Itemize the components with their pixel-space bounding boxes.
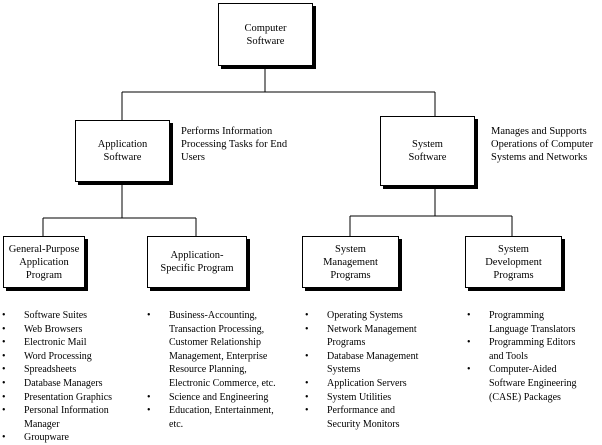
application-software-node: Application Software [75, 120, 170, 182]
list-item: System Utilities [303, 391, 453, 405]
list-item: Application Servers [303, 377, 453, 391]
list-item: Database Managers [0, 377, 145, 391]
application-software-description: Performs Information Processing Tasks fo… [181, 126, 288, 163]
list-item: Business-Accounting, Transaction Process… [145, 309, 300, 391]
list-item: Operating Systems [303, 309, 453, 323]
list-item: Spreadsheets [0, 363, 145, 377]
list-item: Groupware [0, 431, 145, 445]
system-software-description: Manages and Supports Operations of Compu… [491, 126, 594, 163]
list-item: Network Management Programs [303, 323, 453, 350]
system-development-items-list: Programming Language Translators Program… [465, 309, 600, 404]
general-purpose-program-label: General-Purpose Application Program [8, 243, 80, 281]
application-software-label: Application Software [97, 139, 148, 163]
general-purpose-items-list: Software Suites Web Browsers Electronic … [0, 309, 145, 445]
system-management-programs-label: System Management Programs [323, 243, 378, 281]
list-item: Programming Language Translators [465, 309, 600, 336]
computer-software-node: Computer Software [218, 3, 313, 66]
list-item: Word Processing [0, 350, 145, 364]
application-specific-program-node: Application- Specific Program [147, 236, 247, 288]
list-item: Computer-Aided Software Engineering (CAS… [465, 363, 600, 404]
general-purpose-program-node: General-Purpose Application Program [3, 236, 85, 288]
system-software-label: System Software [408, 139, 447, 163]
list-item: Performance and Security Monitors [303, 404, 453, 431]
list-item: Personal Information Manager [0, 404, 145, 431]
system-software-node: System Software [380, 116, 475, 186]
list-item: Database Management Systems [303, 350, 453, 377]
list-item: Education, Entertainment, etc. [145, 404, 300, 431]
computer-software-label: Computer Software [244, 22, 287, 47]
list-item: Programming Editors and Tools [465, 336, 600, 363]
list-item: Software Suites [0, 309, 145, 323]
list-item: Science and Engineering [145, 391, 300, 405]
system-development-programs-node: System Development Programs [465, 236, 562, 288]
system-management-programs-node: System Management Programs [302, 236, 399, 288]
list-item: Presentation Graphics [0, 391, 145, 405]
list-item: Web Browsers [0, 323, 145, 337]
application-specific-items-list: Business-Accounting, Transaction Process… [145, 309, 300, 431]
list-item: Electronic Mail [0, 336, 145, 350]
application-specific-program-label: Application- Specific Program [160, 250, 234, 274]
system-development-programs-label: System Development Programs [485, 243, 542, 281]
system-management-items-list: Operating Systems Network Management Pro… [303, 309, 453, 431]
